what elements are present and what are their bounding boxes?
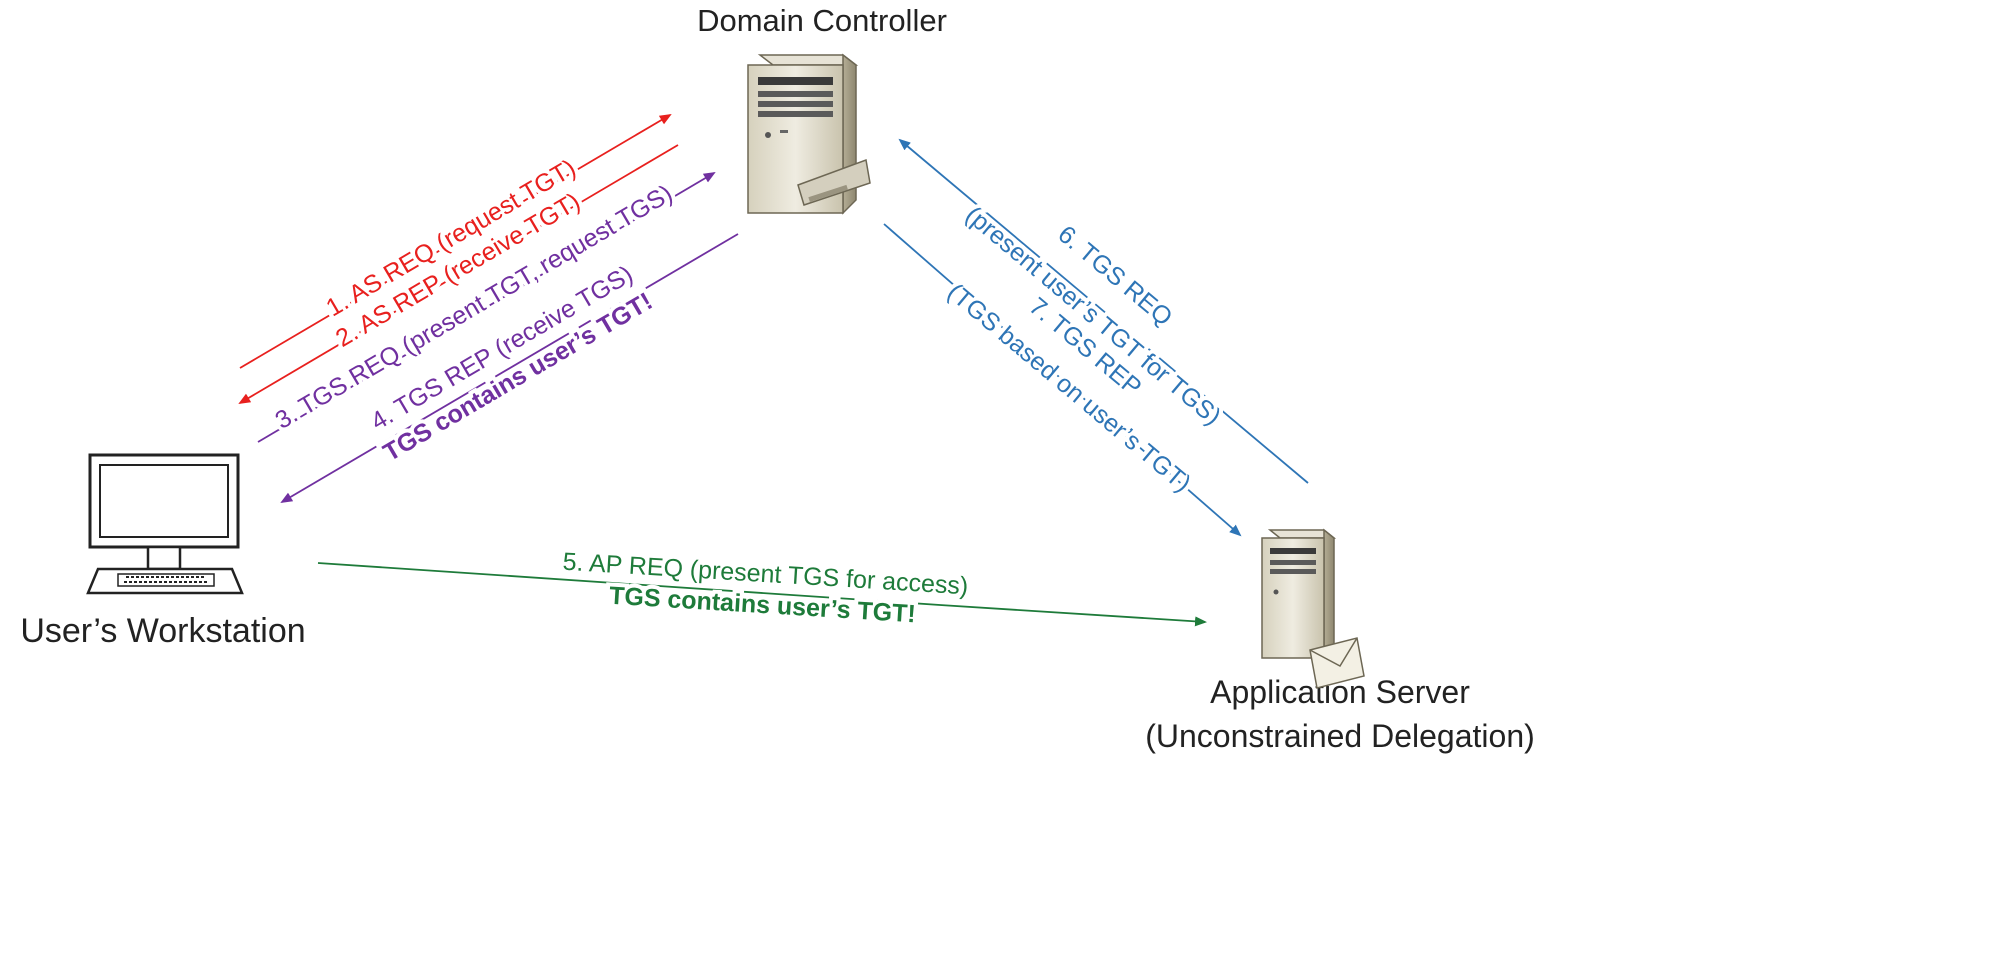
message-as-req: 1. AS REQ (request TGT) xyxy=(321,154,580,322)
domain-controller-label: Domain Controller xyxy=(697,3,947,38)
arrow-as-req xyxy=(239,113,672,369)
message-tgs-rep-note: TGS contains user’s TGT! xyxy=(379,287,658,467)
arrow-tgs-rep xyxy=(280,233,739,504)
workstation-label: User’s Workstation xyxy=(20,612,305,650)
app-server-icon xyxy=(1261,528,1365,689)
envelope-icon xyxy=(1309,637,1365,689)
arrow-delegated-tgs-req xyxy=(898,138,1309,484)
server-tower-icon xyxy=(747,53,871,215)
arrow-tgs-req xyxy=(257,171,716,443)
arrow-as-rep xyxy=(238,144,679,405)
arrow-ap-req xyxy=(317,562,1207,627)
arrow-delegated-tgs-rep xyxy=(883,223,1242,537)
app-server-sublabel: (Unconstrained Delegation) xyxy=(1145,718,1535,754)
computer-monitor-icon xyxy=(86,453,244,595)
